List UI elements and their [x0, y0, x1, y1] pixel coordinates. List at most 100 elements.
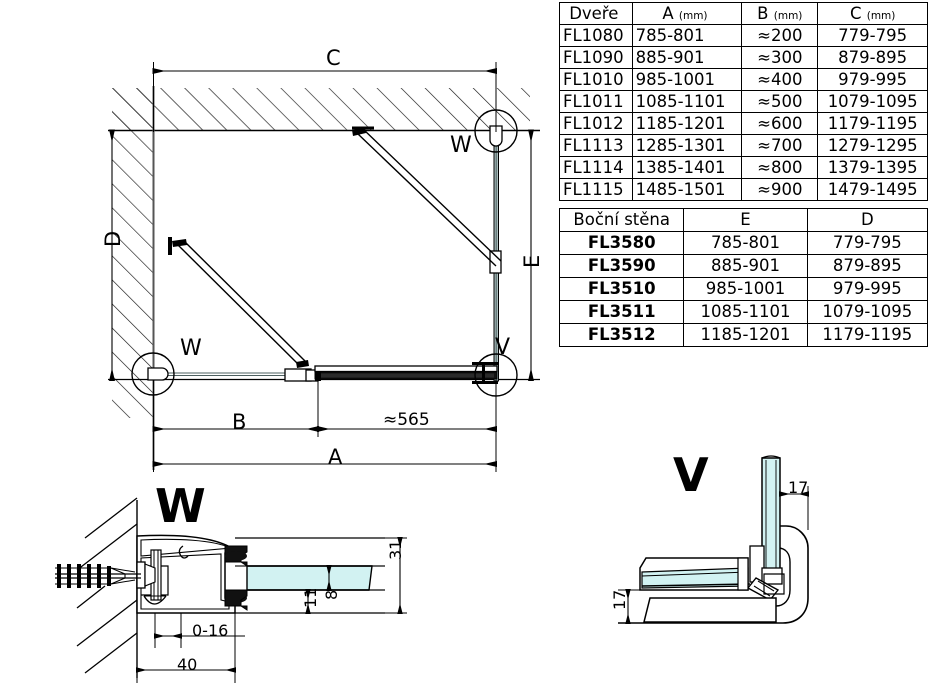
table-cell: FL1011	[559, 90, 633, 113]
plan-label-e: E	[520, 254, 544, 268]
table-cell: 1185-1201	[683, 323, 808, 347]
table-cell: ≈400	[741, 68, 819, 91]
wall-hatch-top	[112, 88, 530, 130]
table-cell: FL1090	[559, 46, 633, 69]
plan-label-w-top: W	[450, 133, 472, 158]
detail-w-label-0-16: 0-16	[192, 621, 229, 640]
table-cell: FL1115	[559, 178, 633, 201]
table-cell: FL3580	[558, 231, 685, 255]
detail-w-dim-31	[385, 536, 407, 615]
detail-v-label-17-left: 17	[610, 589, 629, 610]
table-cell: ≈700	[741, 134, 819, 157]
plan-label-c: C	[326, 46, 341, 70]
table-cell: 779-795	[817, 24, 928, 47]
table-cell: 979-995	[817, 68, 928, 91]
table-cell: 1079-1095	[806, 300, 928, 324]
table-cell: ≈900	[741, 178, 819, 201]
detail-w-wall-hatch	[76, 497, 138, 674]
table-cell: 1485-1501	[631, 178, 743, 201]
side-glass-hinge	[489, 250, 502, 274]
dimension-a	[152, 437, 498, 472]
table-cell: ≈600	[741, 112, 819, 135]
plan-label-565: ≈565	[383, 410, 430, 430]
detail-v-title: V	[673, 448, 709, 502]
wall-hatch-left	[112, 88, 154, 418]
plan-label-v: V	[495, 335, 511, 360]
detail-v-sill-block	[643, 597, 777, 623]
header-d: D	[806, 208, 928, 232]
table-cell: 1079-1095	[817, 90, 928, 113]
table-cell: ≈300	[741, 46, 819, 69]
table-cell: 885-901	[631, 46, 743, 69]
table-cell: 779-795	[806, 231, 928, 255]
header-a: A (mm)	[631, 2, 743, 25]
detail-w-label-8: 8	[322, 589, 341, 600]
header-bocni-stena: Boční stěna	[558, 208, 685, 232]
table-cell: 985-1001	[631, 68, 743, 91]
table-cell: FL3511	[558, 300, 685, 324]
table-cell: FL1010	[559, 68, 633, 91]
plan-view-diagram	[108, 62, 540, 472]
detail-v-diagram	[618, 455, 810, 625]
door-panel-closed	[314, 362, 498, 384]
detail-w-dim-0-16	[153, 613, 245, 648]
detail-v-horizontal-glass	[639, 557, 751, 591]
table-cell: 1085-1101	[683, 300, 808, 324]
detail-w-label-11: 11	[301, 587, 320, 608]
table-cell: FL3510	[558, 277, 685, 301]
table-cell: 979-995	[806, 277, 928, 301]
table-cell: 1479-1495	[817, 178, 928, 201]
table-cell: 1085-1101	[631, 90, 743, 113]
table-cell: 785-801	[683, 231, 808, 255]
detail-v-vertical-glass	[761, 455, 781, 572]
detail-w-label-31: 31	[386, 539, 405, 560]
table-cell: FL1114	[559, 156, 633, 179]
detail-w-label-40: 40	[177, 655, 198, 674]
table-cell: ≈200	[741, 24, 819, 47]
table-cell: 879-895	[806, 254, 928, 278]
table-cell: FL1113	[559, 134, 633, 157]
detail-w-diagram	[55, 497, 407, 683]
header-b: B (mm)	[741, 2, 819, 25]
detail-w-anchor-screw	[55, 564, 141, 588]
table-cell: 1179-1195	[817, 112, 928, 135]
table-cell: 1179-1195	[806, 323, 928, 347]
table-cell: 1279-1295	[817, 134, 928, 157]
bottom-fixed-panel	[160, 368, 319, 382]
detail-w-dim-40	[135, 613, 237, 683]
dimension-565	[316, 380, 498, 437]
table-cell: FL1080	[559, 24, 633, 47]
plan-label-d: D	[101, 230, 125, 247]
table-cell: ≈500	[741, 90, 819, 113]
plan-label-a: A	[328, 445, 343, 469]
plan-label-w-bottom: W	[180, 336, 202, 361]
door-leaf-open-lower	[168, 237, 309, 368]
detail-w-title: W	[155, 479, 206, 533]
detail-v-label-17-top: 17	[788, 478, 809, 497]
table-header-row: Boční stěna E D	[558, 208, 928, 232]
detail-w-dim-11	[295, 588, 317, 615]
table-cell: 1379-1395	[817, 156, 928, 179]
door-leaf-open-upper	[352, 126, 502, 267]
table-cell: FL3512	[558, 323, 685, 347]
table-cell: 1185-1201	[631, 112, 743, 135]
table-cell: FL1012	[559, 112, 633, 135]
table-cell: 985-1001	[683, 277, 808, 301]
detail-w-gaskets	[224, 545, 248, 611]
table-cell: 879-895	[817, 46, 928, 69]
header-c: C (mm)	[817, 2, 928, 25]
detail-w-glass-pane	[246, 565, 385, 591]
